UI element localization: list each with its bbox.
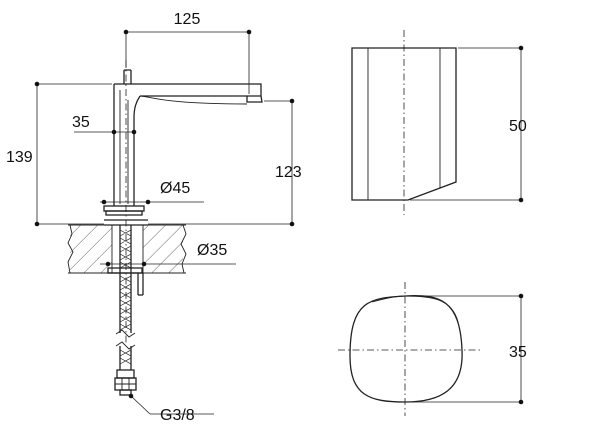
dimension-body-offset: 35 (72, 114, 137, 135)
dimension-spout-length: 125 (123, 11, 252, 94)
dimension-outlet-height: 123 (148, 98, 302, 227)
dimension-base-diameter: Ø45 (100, 180, 204, 205)
dimension-top-width: 35 (405, 293, 527, 405)
front-view: 125 139 35 123 (6, 11, 302, 424)
dimension-hole-diameter: Ø35 (100, 242, 236, 267)
top-width-label: 35 (509, 344, 527, 361)
connection-callout: G3/8 (128, 393, 214, 424)
top-view: 35 (338, 282, 527, 416)
side-height-label: 50 (509, 118, 527, 135)
hole-diameter-label: Ø35 (197, 242, 227, 259)
connector-nut (114, 369, 137, 396)
countertop-section (67, 224, 187, 274)
faucet-body (103, 69, 263, 274)
outlet-height-label: 123 (275, 164, 302, 181)
braided-hose (115, 225, 144, 370)
spout-length-label: 125 (174, 11, 201, 28)
side-view: 50 (351, 30, 527, 215)
body-offset-label: 35 (72, 114, 90, 131)
base-diameter-label: Ø45 (160, 180, 190, 197)
dimension-side-height: 50 (410, 45, 527, 203)
total-height-label: 139 (6, 149, 33, 166)
dimension-total-height: 139 (6, 81, 112, 227)
connection-label: G3/8 (160, 407, 195, 424)
